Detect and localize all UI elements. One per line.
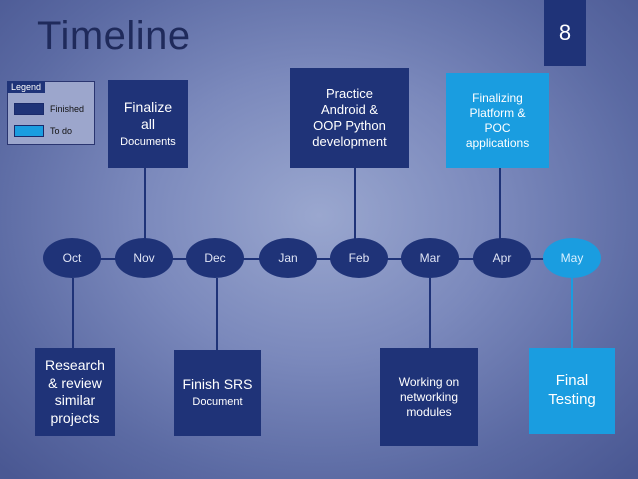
timeline-axis [72,258,570,260]
task-title: Working on networking modules [398,374,460,419]
legend: Legend Finished To do [7,81,95,145]
legend-label: Finished [50,104,85,114]
connector-line [72,278,74,348]
task-title: Final Testing [548,372,596,408]
month-node-feb: Feb [330,238,388,278]
task-title: Finalize all [123,98,173,133]
month-node-mar: Mar [401,238,459,278]
legend-swatch-todo [14,125,44,137]
task-box-finalizing-platform: Finalizing Platform & POC applications [446,73,549,168]
month-node-nov: Nov [115,238,173,278]
task-title: Research & review similar projects [45,357,105,426]
legend-label: To do [50,126,73,136]
connector-line [571,278,573,348]
connector-line [216,278,218,350]
legend-item-finished: Finished [14,103,84,115]
connector-line [499,168,501,240]
legend-swatch-finished [14,103,44,115]
task-box-finish-srs: Finish SRS Document [174,350,261,436]
task-title: Practice Android & OOP Python developmen… [312,85,387,150]
connector-line [144,168,146,240]
task-title: Finalizing Platform & POC applications [465,90,530,150]
task-subtitle: Documents [120,135,176,148]
connector-line [354,168,356,240]
task-box-research-review: Research & review similar projects [35,348,115,436]
month-node-dec: Dec [186,238,244,278]
task-box-networking-modules: Working on networking modules [380,348,478,446]
month-node-may: May [543,238,601,278]
month-node-apr: Apr [473,238,531,278]
month-node-jan: Jan [259,238,317,278]
slide-title: Timeline [37,14,191,58]
legend-title: Legend [7,81,46,93]
task-title: Finish SRS [182,375,253,392]
task-subtitle: Document [192,396,243,409]
month-node-oct: Oct [43,238,101,278]
legend-item-todo: To do [14,125,72,137]
task-box-final-testing: Final Testing [529,348,615,434]
page-number: 8 [544,0,586,66]
task-box-finalize-documents: Finalize all Documents [108,80,188,168]
connector-line [429,278,431,348]
task-box-practice-android: Practice Android & OOP Python developmen… [290,68,409,168]
